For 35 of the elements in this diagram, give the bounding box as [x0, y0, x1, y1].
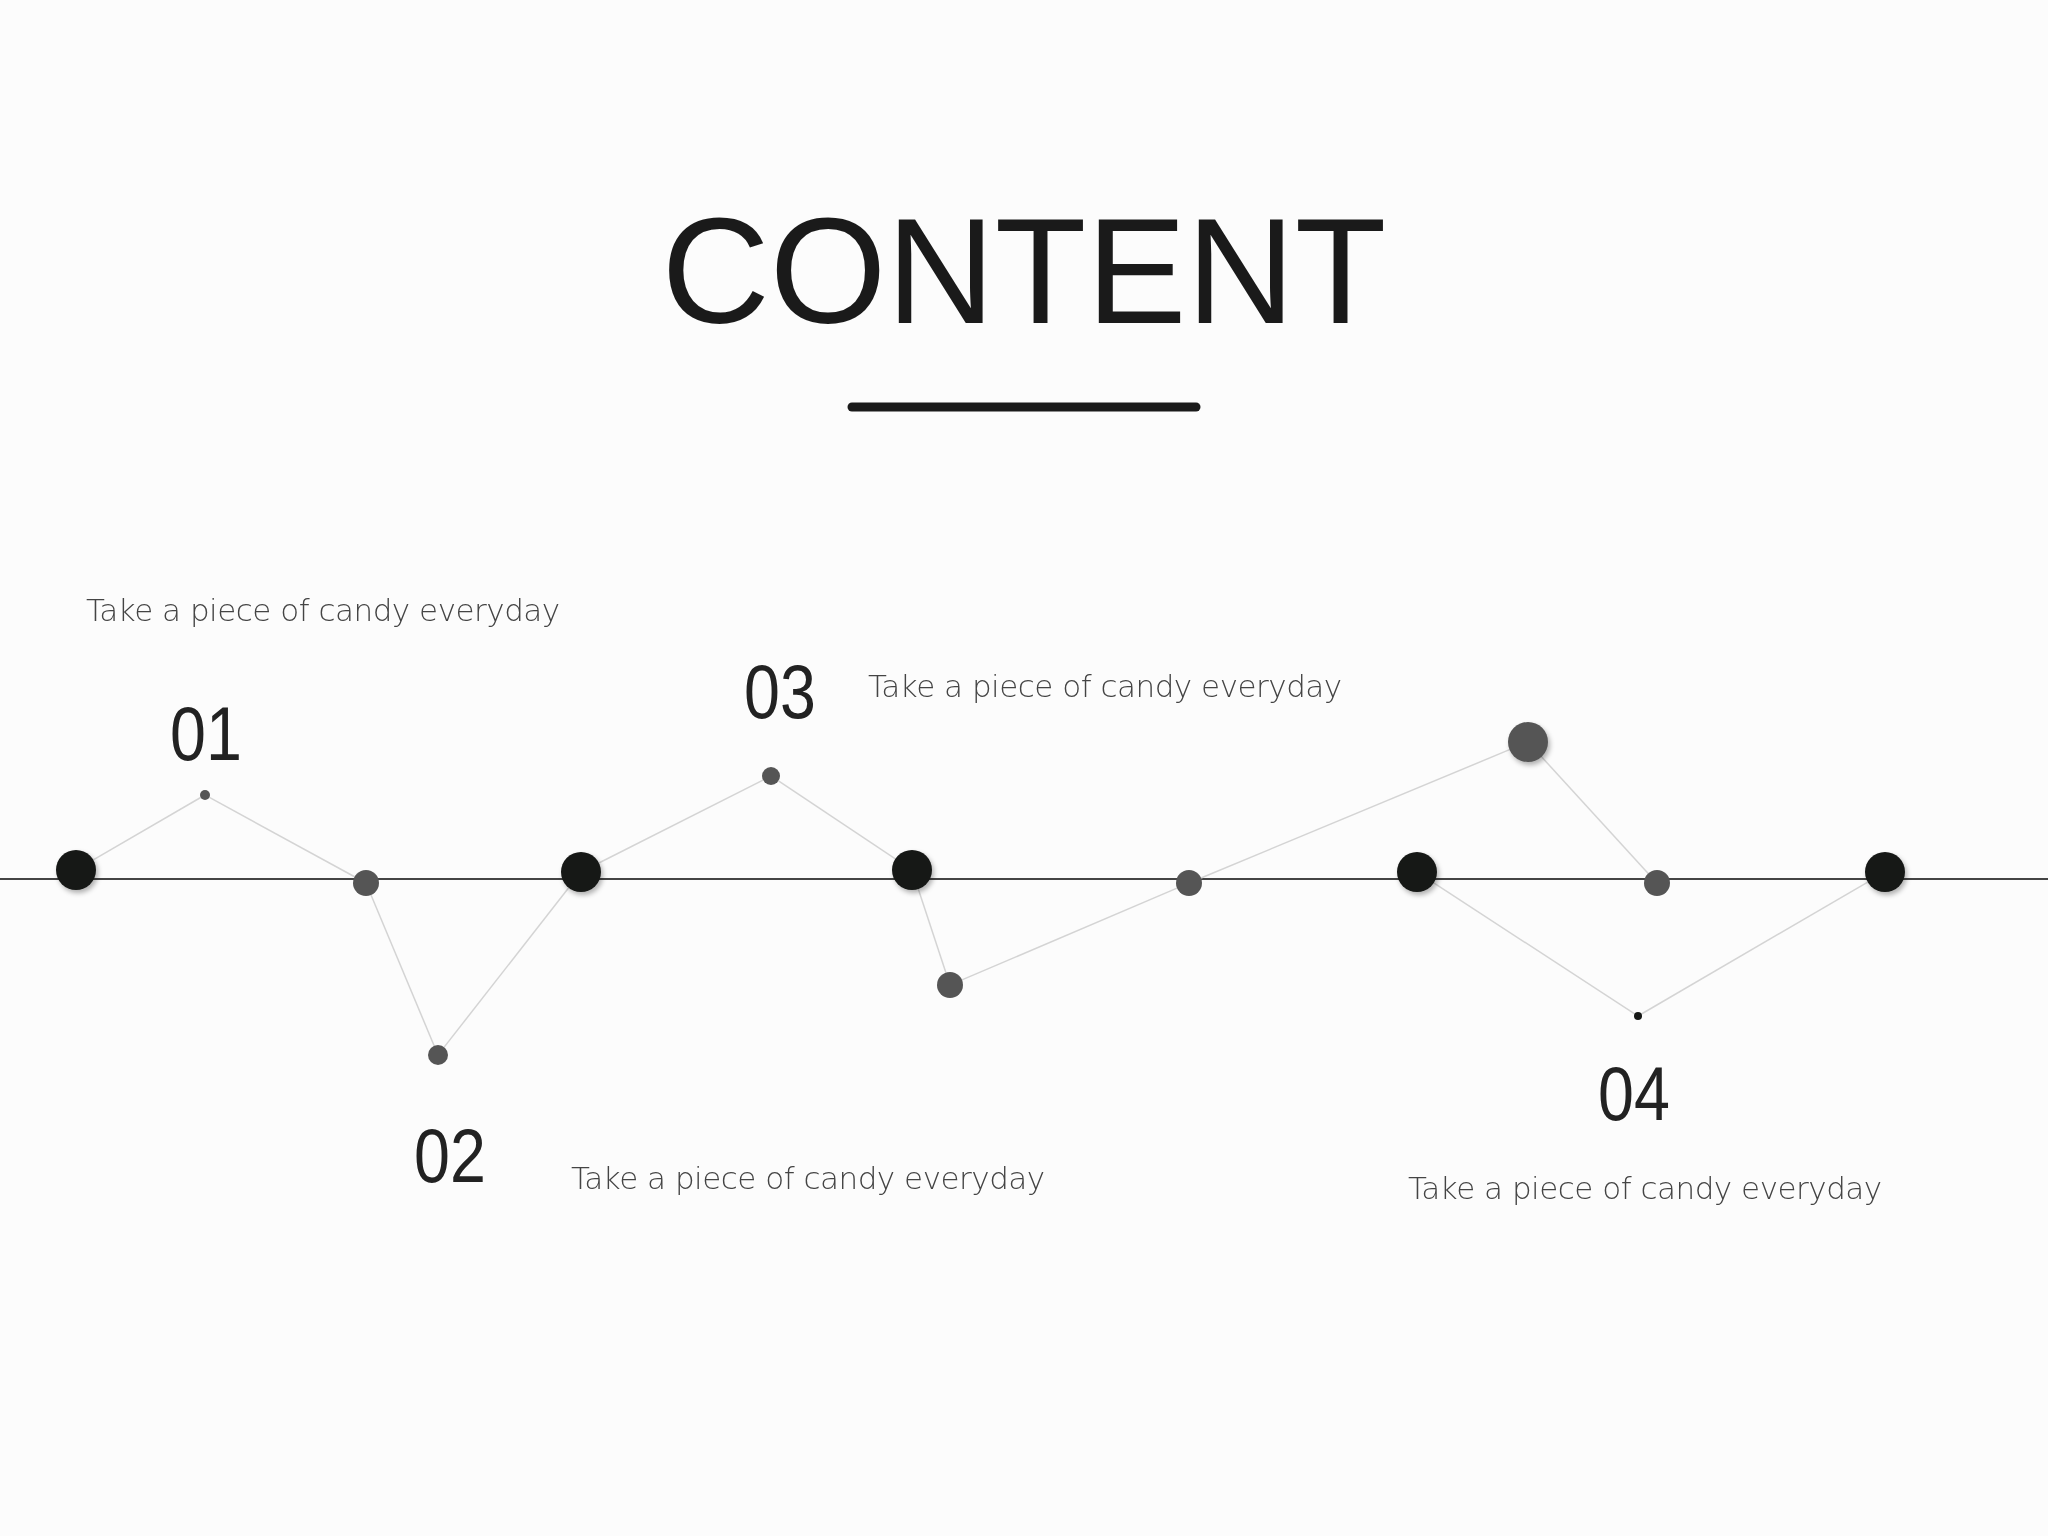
connector-line: [370, 894, 435, 1047]
connector-line: [917, 888, 947, 974]
timeline-dot: [1508, 722, 1548, 762]
connector-line: [208, 796, 356, 878]
timeline-dot: [56, 850, 96, 890]
description-text: Take a piece of candy everyday: [1408, 1170, 1882, 1206]
timeline-dot: [892, 850, 932, 890]
timeline-dot: [428, 1045, 448, 1065]
step-number: 01: [170, 690, 242, 777]
description-text: Take a piece of candy everyday: [571, 1160, 1045, 1196]
connector-line: [443, 887, 570, 1048]
connector-line: [777, 780, 897, 860]
step-number: 03: [744, 648, 816, 735]
connector-line: [1640, 881, 1869, 1015]
connector-line: [1433, 882, 1636, 1015]
timeline-dot: [1865, 852, 1905, 892]
timeline-dot: [1644, 870, 1670, 896]
connector-line: [1540, 756, 1649, 875]
timeline-dot: [200, 790, 210, 800]
timeline-dot: [1397, 852, 1437, 892]
connector-line: [92, 796, 202, 861]
description-text: Take a piece of candy everyday: [868, 668, 1342, 704]
connector-line: [598, 779, 764, 864]
title: CONTENT: [661, 187, 1387, 355]
timeline-dot: [353, 870, 379, 896]
step-number: 04: [1598, 1050, 1670, 1137]
timeline-dot: [1634, 1012, 1642, 1020]
description-text: Take a piece of candy everyday: [86, 592, 560, 628]
step-number: 02: [414, 1112, 486, 1199]
timeline-dot: [762, 767, 780, 785]
connector-line: [1200, 748, 1511, 879]
timeline-dot: [561, 852, 601, 892]
timeline-dot: [1176, 870, 1202, 896]
connector-line: [961, 887, 1178, 981]
timeline-dot: [937, 972, 963, 998]
